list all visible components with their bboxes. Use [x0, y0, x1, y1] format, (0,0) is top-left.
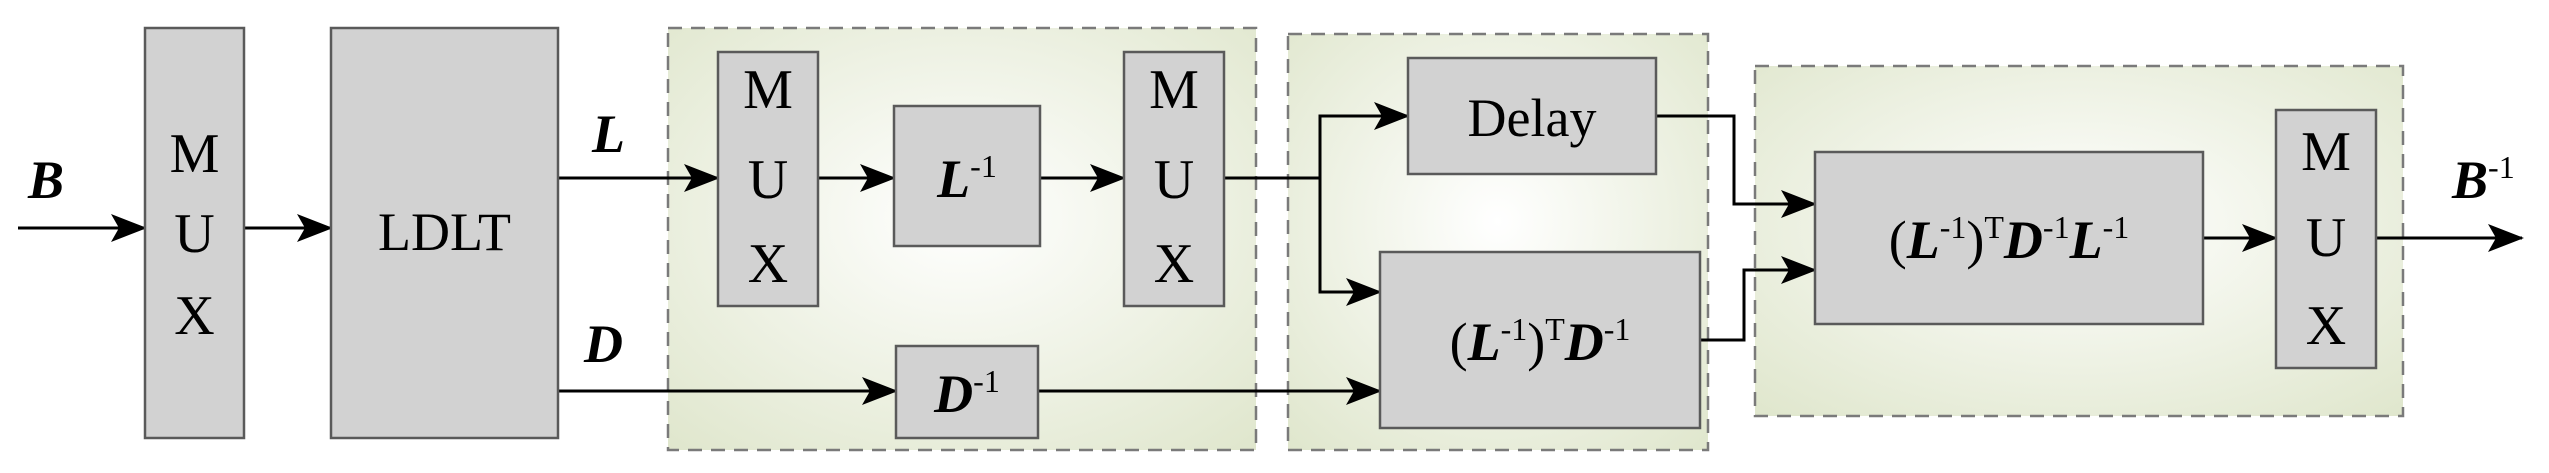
l-inverse-label: L-1 — [936, 148, 997, 209]
d-inverse-label: D-1 — [933, 363, 1000, 424]
output-mux-label: M U X — [2301, 121, 2351, 357]
l-inverse-block — [892, 104, 1042, 248]
mux-letter: M — [1149, 59, 1199, 121]
lt-dinv-label: (L-1)TD-1 — [1450, 311, 1631, 372]
mux-letter: X — [748, 233, 788, 295]
l-signal-label: L — [591, 104, 625, 164]
wire-delay-to-final — [1656, 114, 1817, 218]
mux-letter: X — [1154, 233, 1194, 295]
ldlt-label: LDLT — [378, 202, 511, 262]
wire-to-delay — [1224, 102, 1410, 180]
mux-block-3 — [1122, 50, 1226, 308]
mux-letter: U — [2306, 207, 2346, 269]
delay-block — [1406, 56, 1658, 176]
mux-letter: U — [174, 203, 214, 265]
mux-letter: X — [2306, 295, 2346, 357]
mux-2-label: M U X — [743, 59, 793, 295]
wire-to-product — [1318, 178, 1382, 306]
d-signal-label: D — [583, 314, 623, 374]
wires — [18, 102, 2524, 405]
input-label: B — [27, 150, 64, 210]
output-mux-block — [2274, 108, 2378, 370]
mux-letter: M — [170, 123, 220, 185]
mux-3-label: M U X — [1149, 59, 1199, 295]
mux-letter: M — [2301, 121, 2351, 183]
mux-letter: M — [743, 59, 793, 121]
mux-letter: X — [174, 285, 214, 347]
lt-dinv-block — [1378, 250, 1702, 430]
mux-letter: U — [1154, 149, 1194, 211]
wire-product-to-final — [1700, 256, 1817, 342]
output-label: B-1 — [2451, 149, 2515, 210]
mux-block-2 — [716, 50, 820, 308]
input-mux-block — [143, 26, 246, 440]
ldlt-block — [329, 26, 560, 440]
d-inverse-block — [894, 344, 1040, 440]
final-product-block — [1813, 150, 2205, 326]
mux-letter: U — [748, 149, 788, 211]
delay-label: Delay — [1468, 88, 1597, 148]
final-product-label: (L-1)TD-1L-1 — [1889, 209, 2129, 270]
input-mux-label: M U X — [170, 123, 220, 347]
